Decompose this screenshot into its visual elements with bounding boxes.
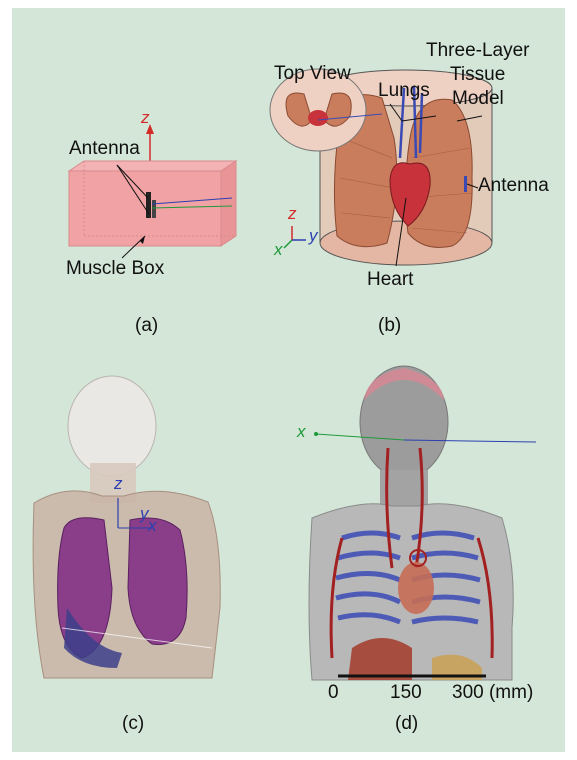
panel-d-diagram [12, 8, 565, 752]
panel-d-scale-tick-150: 150 [390, 682, 422, 704]
figure-panel: z Antenna Muscle Box (a) [12, 8, 565, 752]
panel-d-caption: (d) [395, 713, 418, 735]
panel-d-x-axis-label: x [297, 422, 306, 442]
panel-d-scale-tick-300: 300 (mm) [452, 682, 533, 704]
panel-d-scale-tick-0: 0 [328, 682, 339, 704]
